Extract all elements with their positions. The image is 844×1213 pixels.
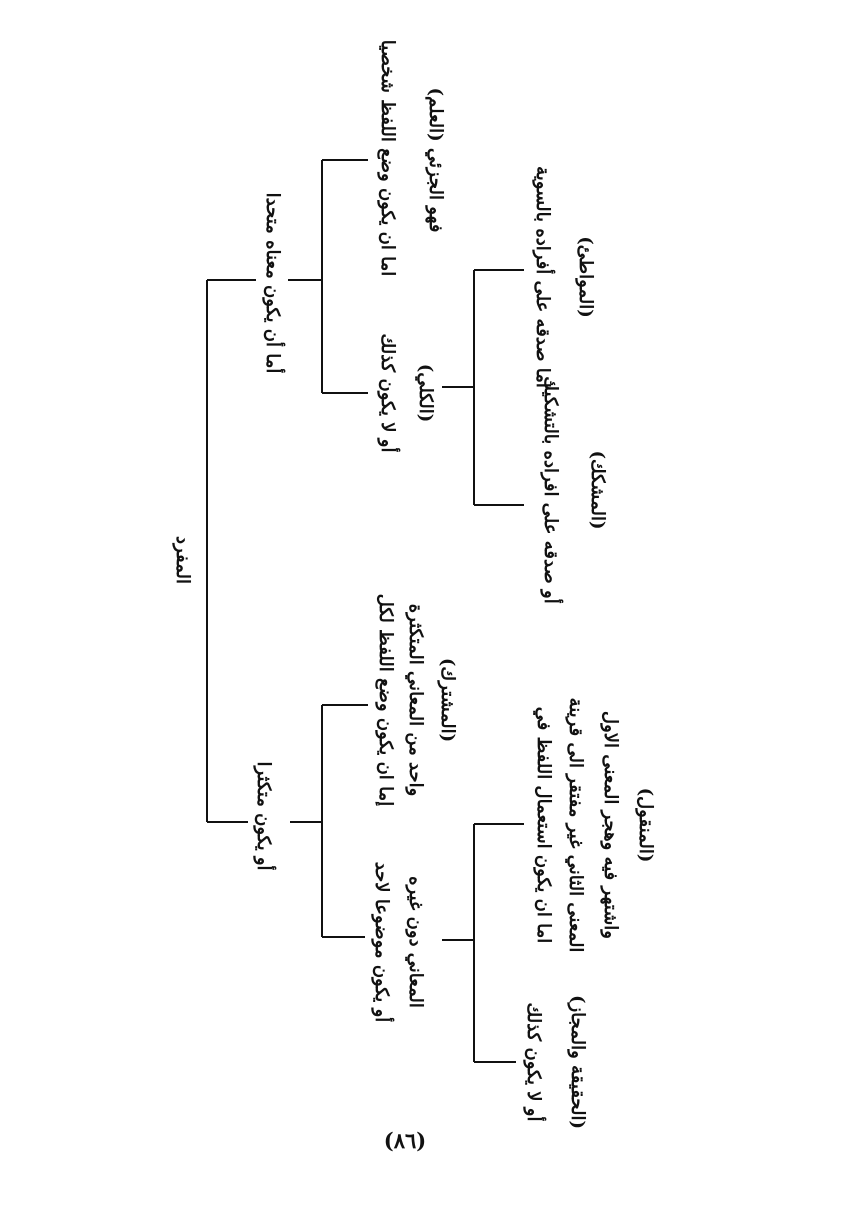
particular-line2: فهو الجزئي (العلم) bbox=[425, 88, 446, 233]
root-label: المفرد bbox=[172, 536, 193, 584]
homonym-line3: (المشترك) bbox=[437, 658, 458, 742]
literal-figurative-line2: (الحقيقة والمجاز) bbox=[567, 995, 588, 1129]
one-meaning-line1: أو يكون موضوعا لاحد bbox=[371, 862, 394, 1023]
single-meaning-label: أما أن يكون معناه متحدا bbox=[262, 193, 285, 374]
transferred-line2: المعنى الثاني غير مفتقر الى قرينة bbox=[565, 698, 586, 953]
multiple-meanings-label: أو يكون متكثرا bbox=[253, 761, 276, 870]
one-meaning-line2: المعاني دون غيره bbox=[405, 876, 426, 1008]
equal-line2: (المواطئ) bbox=[575, 236, 596, 318]
tree-connectors bbox=[206, 159, 524, 1063]
homonym-line1: إما ان يكون وضع اللفظ لكل bbox=[375, 594, 396, 806]
universal-line2: (الكلي) bbox=[415, 364, 436, 422]
literal-figurative-line1: أو لا يكون كذلك bbox=[523, 1003, 546, 1122]
ambiguous-line1: أو صدقه على افراده بالتشكيك bbox=[540, 376, 563, 603]
transferred-line3: واشتهر فيه وهجر المعنى الاول bbox=[600, 711, 621, 939]
equal-line1: اما صدقه على أفراده بالسوية bbox=[532, 166, 555, 388]
universal-line1: أو لا يكون كذلك bbox=[377, 334, 400, 453]
particular-line1: اما ان يكون وضع اللفظ شخصيا bbox=[377, 40, 398, 277]
transferred-line4: (المنقول) bbox=[635, 788, 656, 863]
ambiguous-line2: (المشكك) bbox=[587, 450, 608, 529]
page-number: (٨٦) bbox=[383, 1128, 427, 1153]
tree-labels: المفرد أما أن يكون معناه متحدا اما ان يك… bbox=[172, 40, 656, 1129]
transferred-line1: اما ان يكون استعمال اللفظ في bbox=[533, 707, 554, 944]
homonym-line2: واحد من المعاني المتكثرة bbox=[405, 604, 426, 797]
